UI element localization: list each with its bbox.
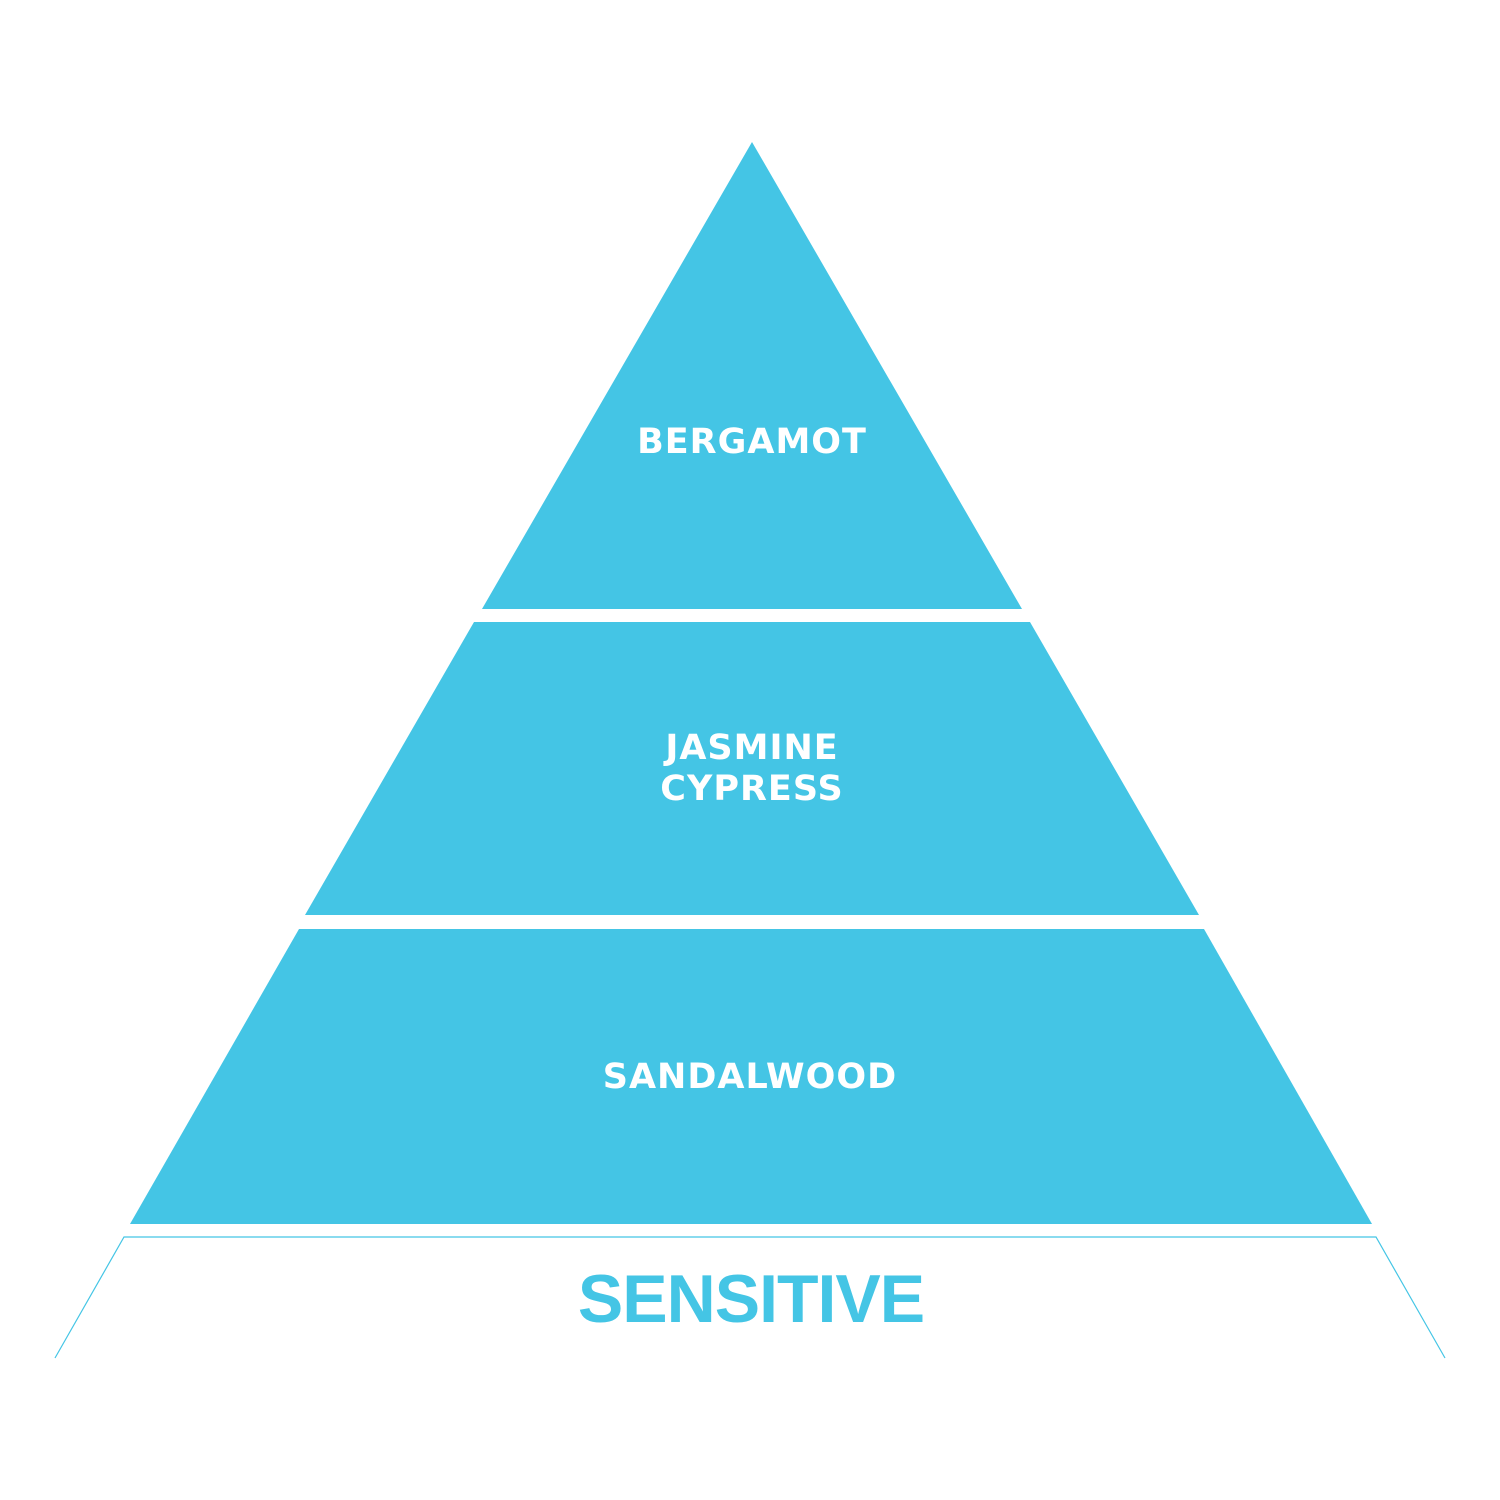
tier-middle-label-line-1: JASMINE — [663, 728, 838, 768]
tier-bottom-shape — [130, 929, 1372, 1224]
tier-top-shape — [482, 142, 1022, 609]
base-outline — [54, 1236, 1446, 1359]
tier-middle-label-line-2: CYPRESS — [660, 769, 843, 809]
tier-top-label: BERGAMOT — [637, 422, 867, 462]
tier-middle-shape — [305, 622, 1199, 915]
tier-bottom-label: SANDALWOOD — [603, 1057, 897, 1097]
base-label: SENSITIVE — [578, 1261, 924, 1337]
